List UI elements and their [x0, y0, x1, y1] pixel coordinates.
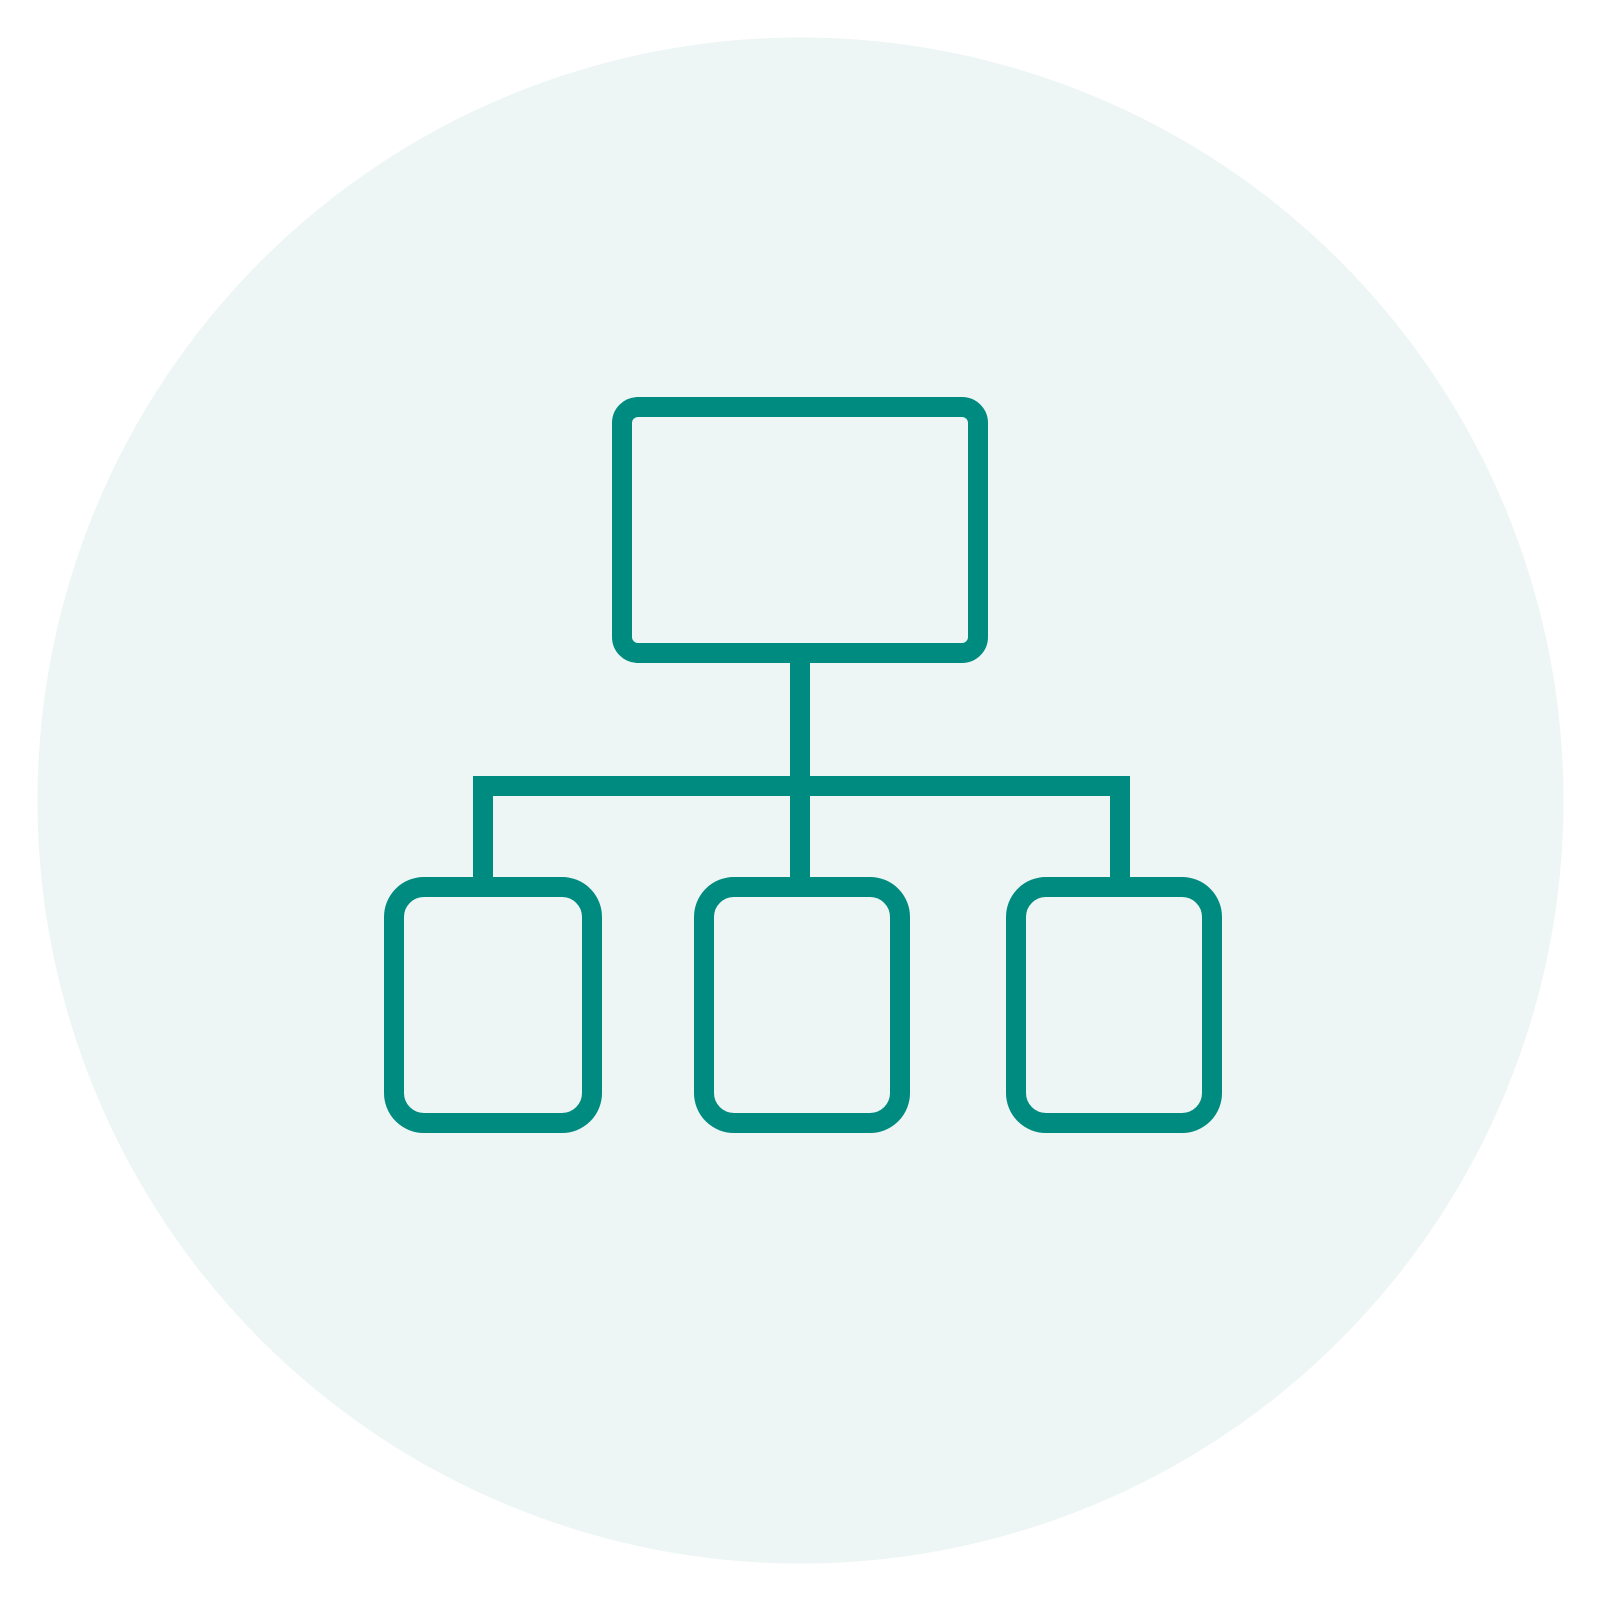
child-node-box-left [384, 877, 602, 1133]
child-node-box-right [1006, 877, 1222, 1133]
child-node-box-center [694, 877, 910, 1133]
horizontal-connector-line [473, 776, 1130, 887]
